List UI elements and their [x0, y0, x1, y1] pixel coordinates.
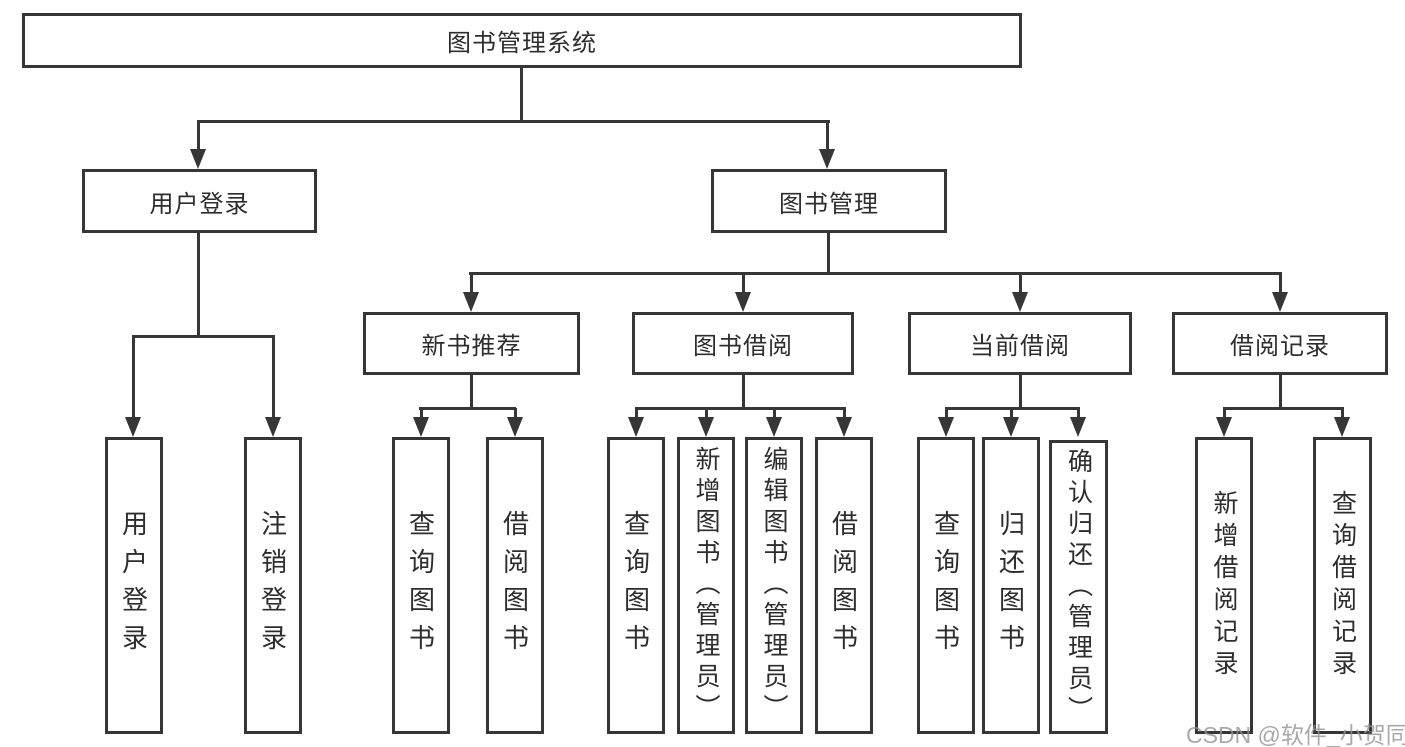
leaf-label: 借阅图书 [499, 509, 530, 662]
node-label: 借阅记录 [1230, 333, 1330, 360]
arrow-down-icon [463, 292, 479, 312]
leaf-label: 查询图书 [620, 509, 651, 662]
leaf-label: 新增借阅记录 [1210, 489, 1238, 682]
leaf-logout: 注销登录 [244, 437, 302, 734]
connector-vline [1341, 408, 1344, 420]
connector-vline [1279, 273, 1282, 295]
arrow-down-icon [1272, 292, 1288, 312]
arrow-down-icon [735, 292, 751, 312]
connector-vline [420, 408, 423, 420]
node-book-borrowing: 图书借阅 [632, 312, 854, 375]
leaf-query-books-recommend: 查询图书 [392, 437, 450, 734]
connector-vline [826, 121, 829, 151]
node-borrowing-records: 借阅记录 [1172, 312, 1388, 375]
connector-vline [1279, 375, 1282, 409]
connector-vline [520, 68, 523, 122]
leaf-label: 编辑图书（管理员） [760, 446, 788, 725]
node-new-book-recommend: 新书推荐 [363, 312, 580, 375]
node-current-borrowing: 当前借阅 [908, 312, 1132, 375]
connector-hline [197, 120, 830, 123]
connector-vline [1019, 273, 1022, 295]
connector-hline [469, 272, 1282, 275]
node-book-management: 图书管理 [711, 169, 947, 233]
connector-vline [945, 408, 948, 420]
connector-vline [1223, 408, 1226, 420]
arrow-down-icon [1334, 417, 1350, 437]
leaf-label: 借阅图书 [828, 509, 859, 662]
connector-vline [514, 408, 517, 420]
leaf-user-login: 用户登录 [105, 437, 163, 734]
arrow-down-icon [836, 417, 852, 437]
connector-vline [1077, 408, 1080, 420]
connector-hline [635, 407, 846, 410]
leaf-label: 用户登录 [118, 509, 149, 662]
arrow-down-icon [698, 417, 714, 437]
arrow-down-icon [1216, 417, 1232, 437]
leaf-label: 查询图书 [930, 509, 961, 662]
arrow-down-icon [413, 417, 429, 437]
leaf-add-books-admin: 新增图书（管理员） [677, 437, 735, 734]
leaf-query-books-borrowing: 查询图书 [607, 437, 665, 734]
leaf-query-borrow-record: 查询借阅记录 [1313, 437, 1372, 734]
connector-vline [742, 273, 745, 295]
connector-vline [742, 375, 745, 409]
leaf-label: 确认归还（管理员） [1064, 447, 1093, 727]
connector-hline [132, 335, 275, 338]
leaf-borrow-books-recommend: 借阅图书 [486, 437, 544, 734]
connector-vline [132, 336, 135, 418]
node-label: 用户登录 [149, 190, 250, 218]
leaf-return-books: 归还图书 [982, 437, 1040, 734]
arrow-down-icon [507, 417, 523, 437]
connector-vline [272, 336, 275, 418]
leaf-borrow-books: 借阅图书 [815, 437, 873, 734]
arrow-down-icon [628, 417, 644, 437]
node-label: 新书推荐 [421, 333, 522, 360]
connector-vline [1010, 408, 1013, 420]
arrow-down-icon [938, 417, 954, 437]
connector-vline [635, 408, 638, 420]
connector-vline [827, 233, 830, 274]
node-label: 图书管理系统 [447, 30, 597, 57]
node-user-login: 用户登录 [82, 169, 317, 233]
connector-vline [1019, 375, 1022, 409]
arrow-down-icon [265, 417, 281, 437]
arrow-down-icon [190, 149, 206, 169]
leaf-edit-books-admin: 编辑图书（管理员） [745, 437, 803, 734]
connector-vline [773, 408, 776, 420]
arrow-down-icon [819, 149, 835, 169]
connector-hline [419, 407, 516, 410]
arrow-down-icon [1012, 292, 1028, 312]
leaf-add-borrow-record: 新增借阅记录 [1195, 437, 1253, 734]
connector-hline [1223, 407, 1344, 410]
connector-vline [470, 375, 473, 409]
arrow-down-icon [1070, 417, 1086, 437]
connector-vline [197, 121, 200, 151]
connector-vline [197, 233, 200, 338]
arrow-down-icon [1003, 417, 1019, 437]
node-book-management-system: 图书管理系统 [22, 13, 1022, 68]
connector-vline [470, 273, 473, 295]
arrow-down-icon [125, 417, 141, 437]
leaf-label: 归还图书 [995, 509, 1026, 662]
leaf-confirm-return-admin: 确认归还（管理员） [1049, 440, 1108, 734]
node-label: 图书借阅 [693, 333, 793, 360]
connector-vline [843, 408, 846, 420]
connector-vline [705, 408, 708, 420]
leaf-label: 查询借阅记录 [1328, 489, 1357, 682]
leaf-label: 查询图书 [405, 509, 436, 662]
leaf-query-books-current: 查询图书 [917, 437, 975, 734]
arrow-down-icon [766, 417, 782, 437]
node-label: 图书管理 [779, 190, 879, 218]
leaf-label: 新增图书（管理员） [692, 446, 720, 725]
leaf-label: 注销登录 [257, 509, 288, 662]
node-label: 当前借阅 [970, 333, 1070, 360]
